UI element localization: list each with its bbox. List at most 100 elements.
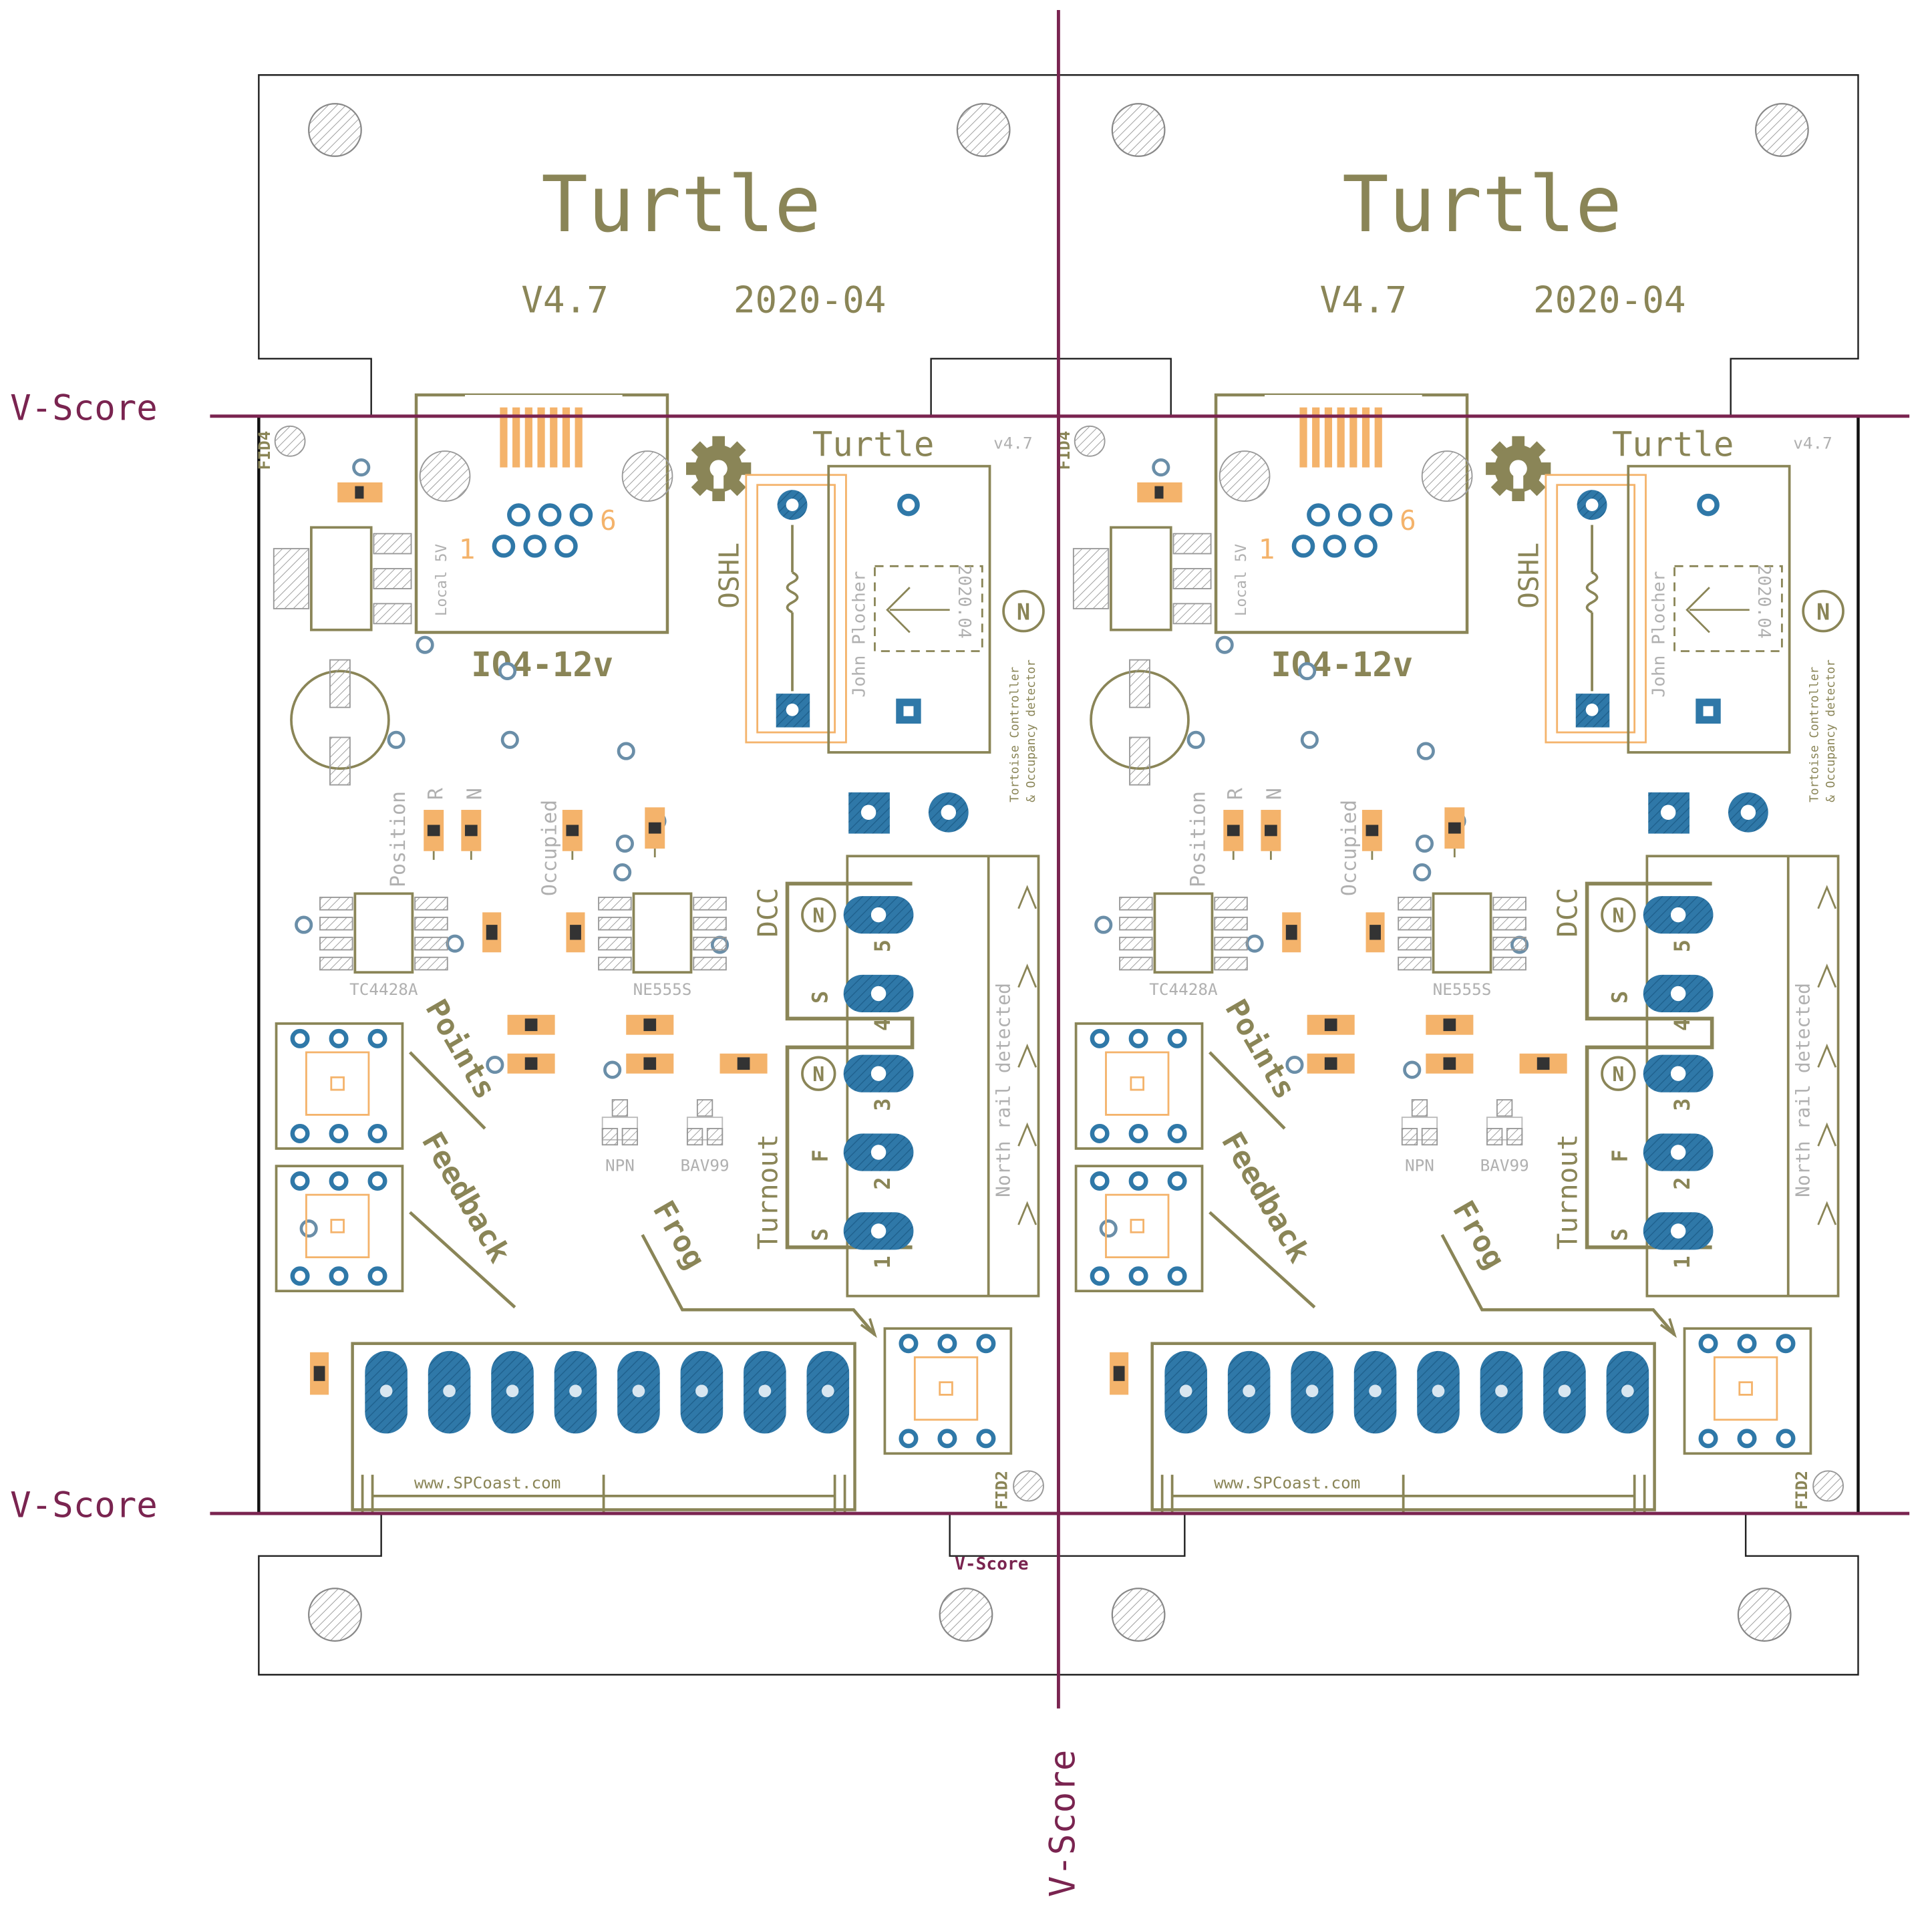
ic-pin <box>319 916 353 931</box>
author-label: John Plocher <box>1649 571 1669 698</box>
connector-pin <box>1737 1429 1757 1449</box>
smd-mark <box>1324 1057 1337 1070</box>
terminal-notch <box>1017 885 1037 909</box>
ic-pin <box>1398 897 1432 911</box>
cap-pad <box>329 659 351 708</box>
pad-drill <box>379 1384 393 1398</box>
description-line1: Tortoise Controller <box>1009 666 1022 802</box>
regulator-pin <box>373 603 412 625</box>
via <box>617 742 635 760</box>
smd-mark <box>643 1057 657 1070</box>
connector-center <box>330 1219 345 1233</box>
mounting-hole <box>308 1588 362 1642</box>
jack-label: IO4-12v <box>1271 645 1413 684</box>
rj-pin-pad <box>492 535 516 558</box>
smd-mark <box>524 1018 538 1032</box>
tortoise-contact-pad <box>897 493 920 517</box>
pad-drill <box>1740 804 1756 820</box>
connector-outline <box>1683 1327 1812 1455</box>
via <box>1099 1219 1118 1238</box>
connector-inner <box>305 1051 370 1116</box>
pad-drill <box>1703 706 1714 716</box>
frog-leader <box>1440 1233 1676 1336</box>
npn-label: NPN <box>605 1156 635 1175</box>
gear-slot <box>1513 471 1524 489</box>
pad-drill <box>1179 1384 1192 1398</box>
pad-drill <box>870 907 887 923</box>
dcc-label: DCC <box>752 888 784 937</box>
north-badge-label: N <box>1017 599 1030 625</box>
mounting-hole <box>1111 103 1166 157</box>
ic1-label: TC4428A <box>1149 980 1218 999</box>
smd-mark <box>566 825 579 837</box>
terminal-frame <box>1585 881 1714 1249</box>
oshw-logo <box>686 436 752 502</box>
via <box>299 1219 318 1238</box>
pad-drill <box>632 1384 645 1398</box>
terminal-notch <box>1017 1201 1037 1225</box>
pad-drill <box>1369 1384 1382 1398</box>
via <box>295 915 313 934</box>
fid-bottom-label: FID2 <box>1792 1471 1811 1510</box>
connector-inner <box>1105 1193 1170 1259</box>
ic-pin <box>319 936 353 951</box>
ic-pin <box>1492 956 1526 971</box>
led-r-label: R <box>1224 788 1247 800</box>
rj-contact <box>1324 407 1333 468</box>
sot-pin <box>601 1128 619 1146</box>
rj-pin-pad <box>1291 535 1315 558</box>
connector-outline <box>1074 1022 1204 1150</box>
ic-pin <box>1119 956 1153 971</box>
rj-pin-pad <box>569 503 593 527</box>
smd-mark <box>355 486 364 499</box>
smd-mark <box>643 1018 657 1032</box>
vscore-label-bottom: V-Score <box>10 1485 158 1526</box>
sot-pin <box>1411 1099 1428 1117</box>
ic1-label: TC4428A <box>349 980 418 999</box>
connector-outline <box>275 1165 404 1293</box>
rj-contact <box>524 407 532 468</box>
terminal-pin-number: 3 <box>1670 1098 1695 1111</box>
feedback-leader <box>409 1211 516 1309</box>
vscore-lines <box>210 9 1910 1709</box>
ic-pin <box>1492 936 1526 951</box>
north-rail-label: North rail detected <box>1792 983 1814 1197</box>
north-badge <box>1802 589 1844 633</box>
points-leader <box>1209 1051 1286 1130</box>
ic-pin <box>598 916 632 931</box>
terminal-notch <box>1817 964 1837 988</box>
ic-pin <box>319 897 353 911</box>
pad-drill <box>1558 1384 1571 1398</box>
ic-pin <box>1398 916 1432 931</box>
terminal-notch <box>1817 1122 1837 1147</box>
points-label: Points <box>419 994 504 1105</box>
north-badge <box>1601 897 1636 933</box>
connector-pin <box>1776 1429 1796 1449</box>
connector-pin <box>367 1266 387 1286</box>
terminal-pin-number: 1 <box>870 1256 895 1268</box>
north-badge <box>1002 589 1045 633</box>
north-badge-label: N <box>812 1063 824 1086</box>
smd-mark <box>1443 1018 1456 1032</box>
connector-pin <box>899 1429 919 1449</box>
sot-pin <box>1506 1128 1523 1146</box>
pad-drill <box>870 1223 887 1239</box>
board-date: 2020.04 <box>954 565 974 638</box>
terminal-s-label: S <box>1607 1228 1632 1241</box>
via <box>1152 458 1170 477</box>
gear-slot <box>713 471 724 489</box>
smd-mark <box>1448 822 1461 834</box>
mounting-hole <box>1111 1588 1166 1642</box>
rail-version: V4.7 <box>1319 279 1407 321</box>
terminal-pin-number: 5 <box>1670 939 1695 952</box>
coil-icon <box>786 571 799 614</box>
connector-pin <box>367 1171 387 1191</box>
regulator-body <box>1110 526 1172 631</box>
via <box>1415 834 1434 853</box>
connector-pin <box>937 1334 957 1354</box>
smd-mark <box>1154 486 1164 499</box>
smd-mark <box>1365 825 1379 837</box>
connector-pin <box>1737 1334 1757 1354</box>
